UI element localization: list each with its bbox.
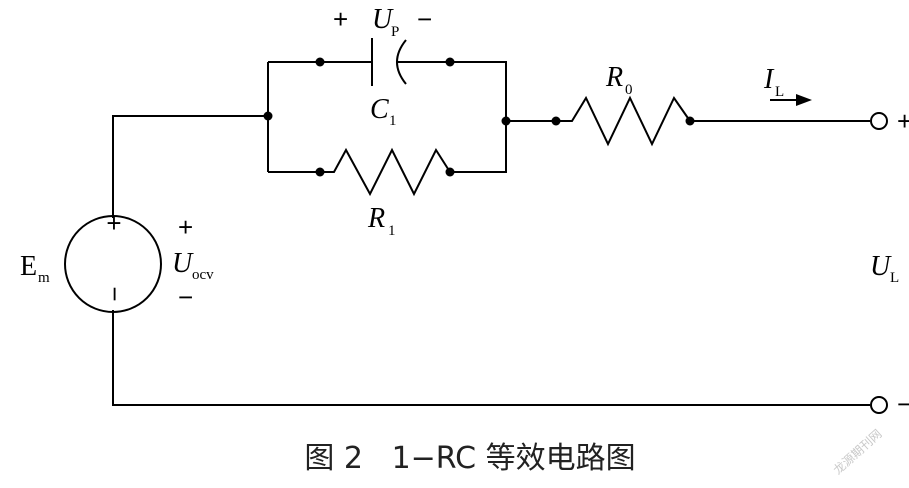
- figure-caption: 图 2 1−RC 等效电路图: [304, 441, 635, 476]
- output-minus-sign: −: [897, 389, 909, 419]
- label-ul-main: U: [870, 251, 892, 282]
- capacitor-c1: [320, 38, 450, 86]
- label-em-main: E: [20, 251, 37, 282]
- junction-dots: [263, 57, 695, 177]
- current-arrow: [770, 94, 812, 106]
- label-up-main: U: [372, 4, 394, 35]
- label-uocv-main: U: [172, 248, 194, 279]
- label-ul-sub: L: [890, 270, 899, 286]
- label-c1-sub: 1: [389, 113, 397, 129]
- source-minus-sign: −: [100, 286, 130, 301]
- output-terminals: + −: [870, 106, 909, 419]
- label-up-plus: +: [333, 4, 348, 34]
- label-up-minus: −: [417, 4, 432, 34]
- label-up-sub: P: [391, 24, 399, 40]
- circuit-wires: [112, 61, 870, 406]
- label-r1-main: R: [367, 203, 385, 234]
- output-terminal-bottom: [870, 396, 888, 414]
- label-r0-sub: 0: [625, 82, 633, 98]
- voltage-source-em: + −: [64, 208, 162, 313]
- source-plus-sign: +: [106, 208, 121, 238]
- output-terminal-top: [870, 112, 888, 130]
- label-uocv-plus: +: [178, 212, 193, 242]
- resistor-r0: [556, 95, 691, 147]
- label-uocv-minus: −: [178, 282, 193, 312]
- label-c1-main: C: [370, 94, 389, 125]
- label-il-main: I: [763, 64, 775, 95]
- label-em-sub: m: [38, 270, 50, 286]
- label-r0-main: R: [605, 62, 623, 93]
- label-il-sub: L: [775, 84, 784, 100]
- label-uocv-sub: ocv: [192, 267, 214, 283]
- watermark-text: 龙源期刊网: [831, 427, 885, 478]
- output-plus-sign: +: [897, 106, 909, 136]
- resistor-r1: [320, 147, 451, 197]
- label-r1-sub: 1: [388, 223, 396, 239]
